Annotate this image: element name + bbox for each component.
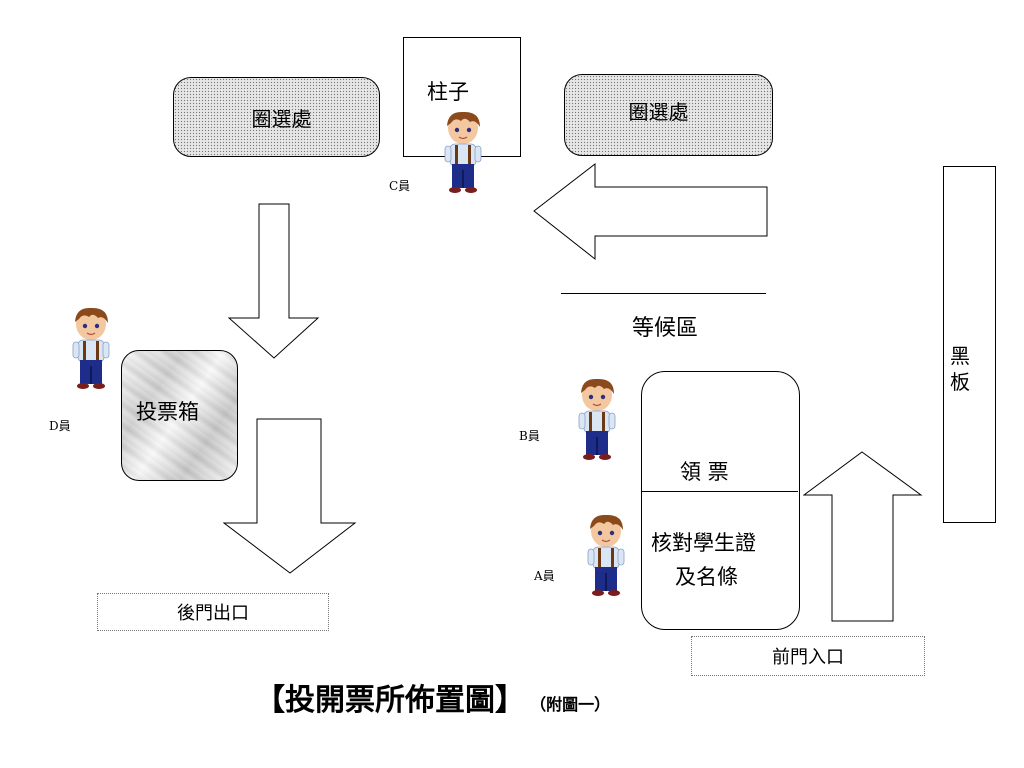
- blackboard: [943, 166, 996, 523]
- person-icon: [68, 306, 114, 394]
- ticket-desk: [641, 371, 800, 630]
- waiting-area-line: [561, 293, 766, 294]
- title-main: 【投開票所佈置圖】: [255, 683, 525, 718]
- ballot-box: [121, 350, 238, 481]
- ticket-desk-bottom-label-2: 及名條: [675, 565, 738, 589]
- pillar-label: 柱子: [427, 80, 469, 104]
- exit-label: 後門出口: [177, 603, 249, 624]
- arrow-down-icon: [228, 203, 320, 360]
- entrance-box: 前門入口: [691, 636, 925, 676]
- blackboard-label: 黑板: [950, 344, 970, 394]
- voting-booth-left-label: 圈選處: [251, 106, 312, 131]
- waiting-area-label: 等候區: [632, 316, 699, 341]
- staff-a-label: A員: [534, 569, 555, 583]
- exit-box: 後門出口: [97, 593, 329, 631]
- staff-b-label: B員: [519, 429, 540, 443]
- staff-d-label: D員: [49, 419, 71, 433]
- person-icon: [574, 377, 620, 465]
- diagram-title: 【投開票所佈置圖】 （附圖一）: [255, 675, 610, 719]
- arrow-up-icon: [803, 451, 923, 623]
- title-sub: （附圖一）: [530, 695, 611, 714]
- arrow-down-icon: [223, 418, 357, 575]
- voting-booth-left: 圈選處: [173, 77, 380, 157]
- ticket-desk-bottom-label-1: 核對學生證: [651, 531, 756, 555]
- staff-c-label: C員: [389, 179, 411, 193]
- entrance-label: 前門入口: [772, 647, 844, 668]
- person-icon: [440, 110, 486, 198]
- person-icon: [583, 513, 629, 601]
- voting-booth-right-label: 圈選處: [628, 99, 689, 124]
- ballot-box-label: 投票箱: [136, 400, 199, 424]
- ticket-desk-divider: [641, 491, 798, 492]
- ticket-desk-top-label: 領 票: [680, 460, 729, 484]
- voting-booth-right: 圈選處: [564, 74, 773, 156]
- arrow-left-icon: [533, 163, 769, 261]
